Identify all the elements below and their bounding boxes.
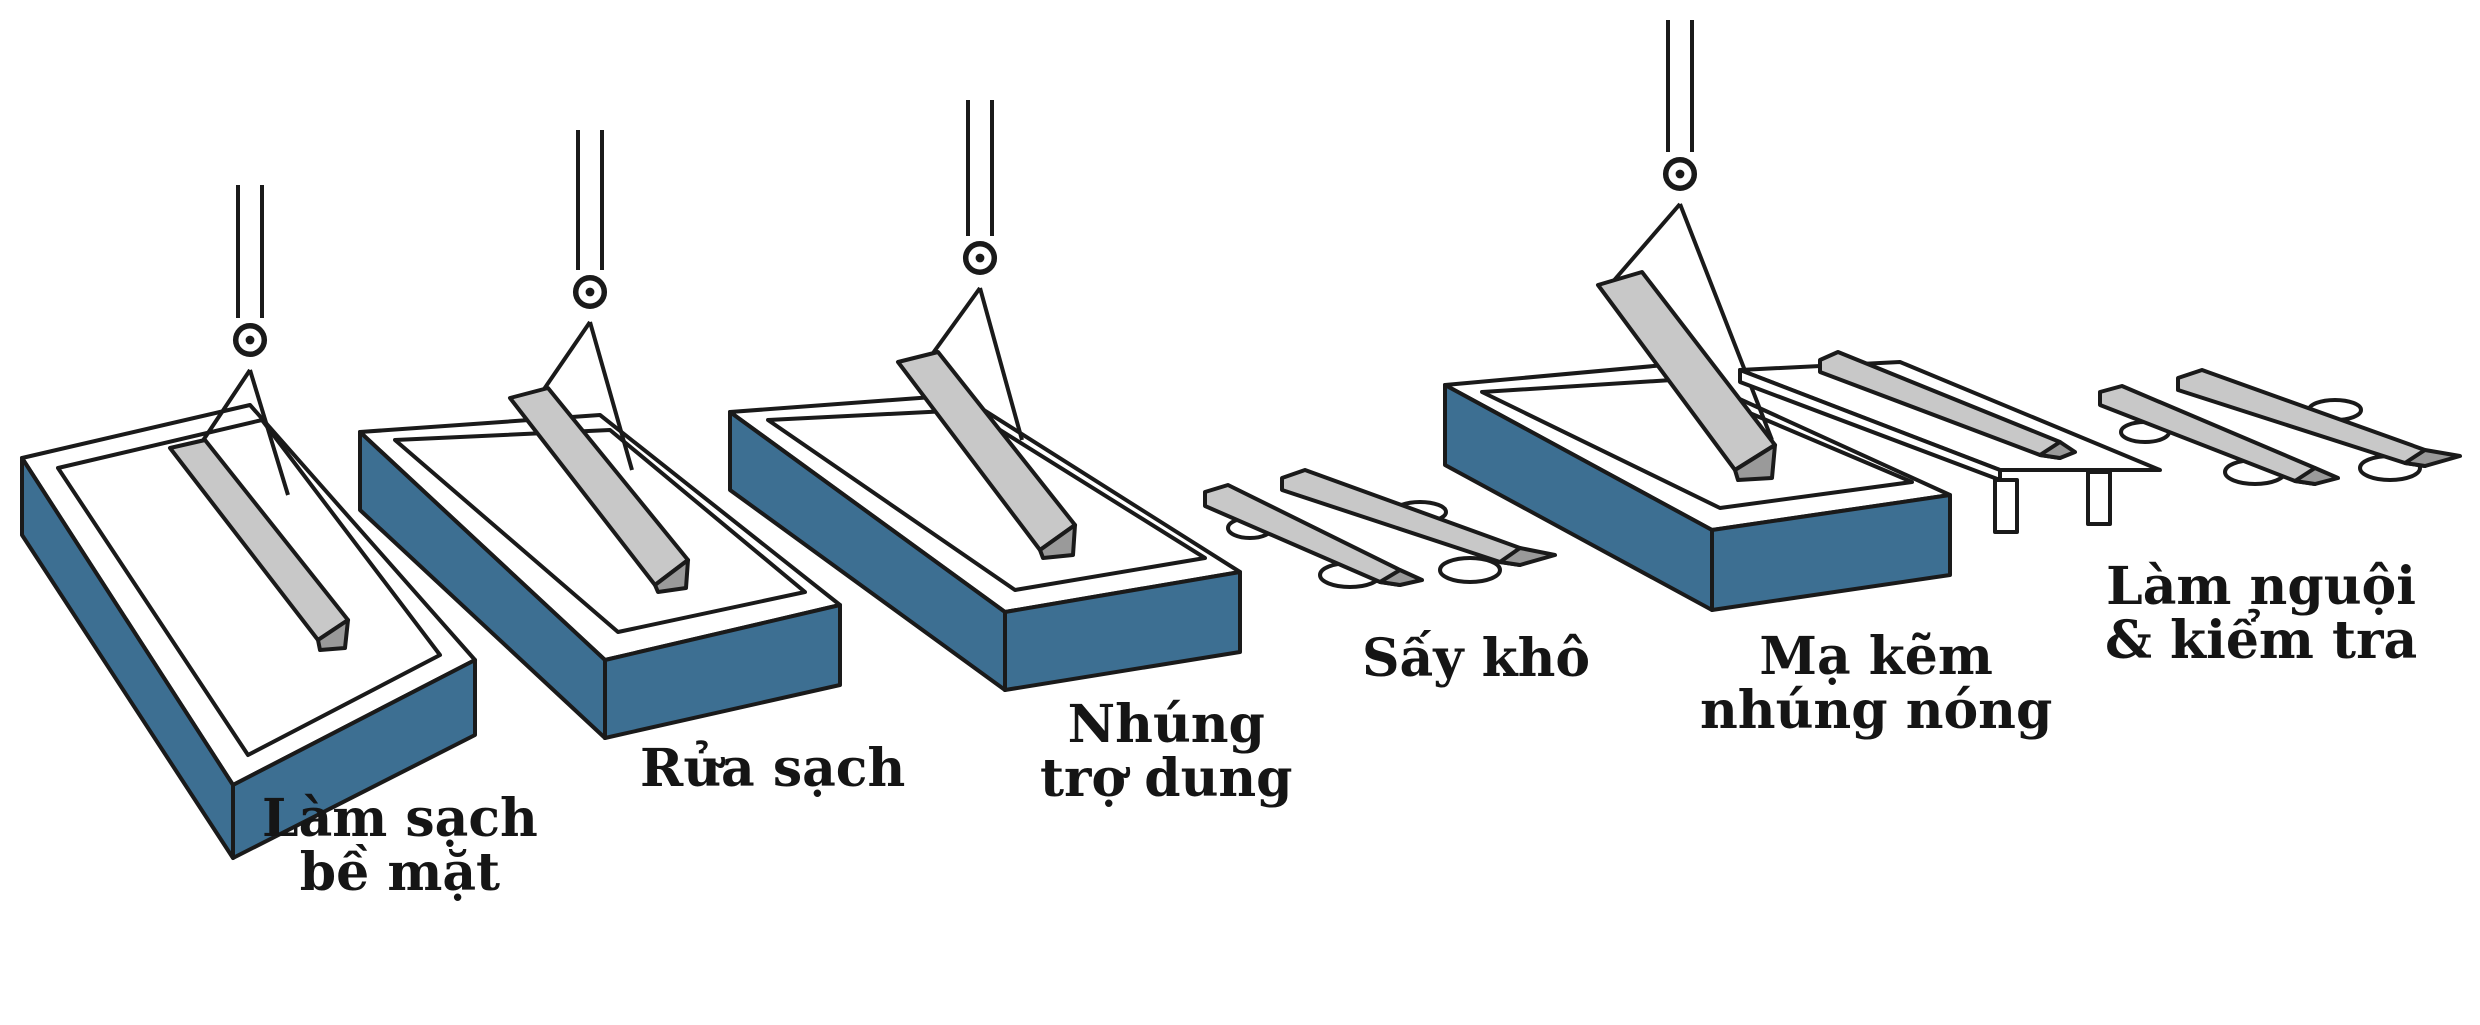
crane-cable-4 [1608,20,1774,441]
label-surface-cleaning: Làm sạch bề mặt [262,792,538,900]
label-flux-dipping: Nhúng trợ dung [1040,698,1293,806]
crane-hook-icon [966,244,995,273]
label-line: Làm nguội [2106,556,2416,617]
cooling-table [1738,350,2162,534]
crane-hook-icon [576,278,605,307]
inspection-rack [2098,368,2462,486]
label-line: Rửa sạch [640,738,906,799]
label-line: nhúng nóng [1700,680,2053,741]
label-rinsing: Rửa sạch [640,742,905,796]
crane-hook-icon [236,326,265,355]
crane-cable-2 [538,130,634,471]
label-hot-dip-galvanizing: Mạ kẽm nhúng nóng [1700,630,2052,738]
label-line: trợ dung [1040,748,1293,809]
label-line: & kiểm tra [2105,610,2418,671]
crane-cable-3 [926,100,1024,441]
label-line: Sấy khô [1362,628,1591,689]
crane-hook-icon [1666,160,1695,189]
label-line: bề mặt [299,842,501,903]
label-line: Nhúng [1067,694,1265,755]
steel-channel-1 [168,438,350,652]
crane-cable-1 [198,185,290,496]
steel-channel-2 [508,386,690,594]
drying-rack [1203,468,1557,589]
tank-flux-dipping [728,393,1242,692]
steel-channel-3 [896,350,1077,560]
label-line: Làm sạch [262,788,538,849]
steel-channel-4 [1596,270,1777,482]
tank-surface-cleaning [20,403,477,860]
label-cooling-inspection: Làm nguội & kiểm tra [2105,560,2417,668]
tank-hot-dip-galvanizing [1443,363,1952,612]
tank-rinsing [358,413,842,740]
label-line: Mạ kẽm [1759,626,1993,687]
label-drying: Sấy khô [1362,632,1590,686]
